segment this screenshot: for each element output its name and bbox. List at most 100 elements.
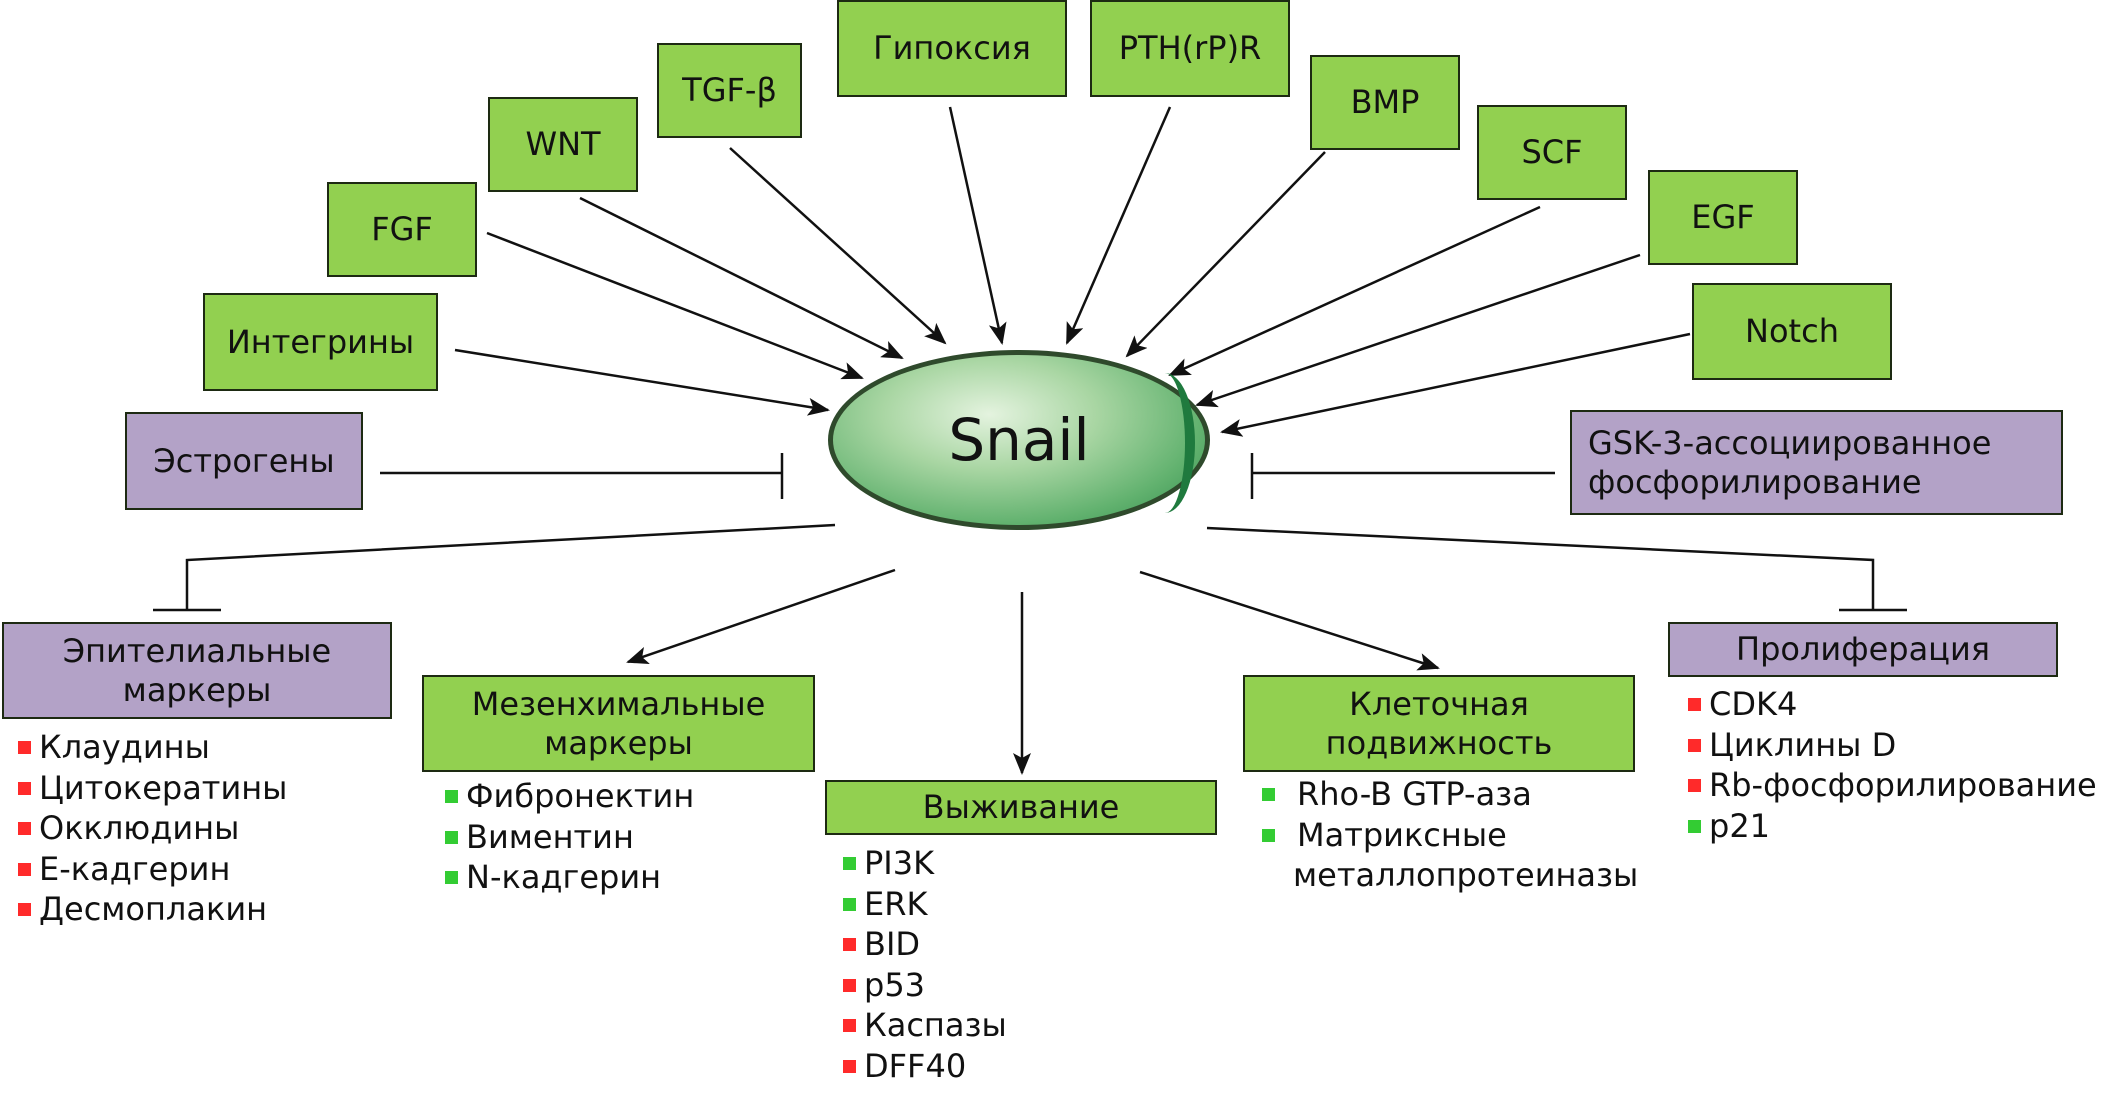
list-item: Циклины D [1688, 725, 2097, 766]
fgf-label: FGF [371, 210, 433, 249]
list-item-text: DFF40 [864, 1046, 967, 1085]
list-item-text: Десмоплакин [39, 890, 268, 928]
survival-box: Выживание [825, 780, 1217, 835]
list-item-text: металлопротеиназы [1293, 856, 1639, 894]
epithelial-title-line1: Эпителиальные [62, 632, 332, 671]
red-square-icon [843, 1019, 856, 1032]
wnt-box: WNT [488, 97, 638, 192]
bmp-box: BMP [1310, 55, 1460, 150]
list-item: N-кадгерин [445, 857, 694, 898]
red-square-icon [18, 862, 31, 876]
list-item-text: p53 [864, 965, 926, 1004]
list-item-text: Е-кадгерин [39, 849, 231, 888]
arrow-egf [1195, 253, 1641, 408]
gsk3-label-line1: GSK-3-ассоциированное [1588, 424, 1992, 463]
arrow-motility [1139, 570, 1440, 671]
green-square-icon [843, 897, 856, 911]
list-item: Rho-B GTP-аза [1262, 774, 1638, 815]
red-square-icon [18, 903, 31, 916]
proliferation-list: CDK4 Циклины D Rb-фосфорилирование p21 [1688, 684, 2097, 846]
list-item-text: CDK4 [1709, 685, 1798, 723]
red-square-icon [18, 822, 31, 835]
list-item-text: N-кадгерин [466, 858, 662, 896]
red-square-icon [843, 1059, 856, 1073]
list-item-text: p21 [1709, 806, 1771, 845]
list-item-continuation: металлопротеиназы [1262, 855, 1638, 896]
inhibit-proliferation [1206, 526, 1875, 610]
list-item: CDK4 [1688, 684, 2097, 725]
red-square-icon [18, 741, 31, 754]
epithelial-markers-list: Клаудины Цитокератины Окклюдины Е-кадгер… [18, 727, 287, 930]
motility-box: Клеточная подвижность [1243, 675, 1635, 772]
list-item-text: Цитокератины [39, 768, 288, 807]
arrow-tgfb [729, 147, 947, 345]
proliferation-title: Пролиферация [1736, 630, 1990, 669]
green-square-icon [1262, 788, 1275, 801]
motility-title: Клеточная подвижность [1326, 685, 1553, 762]
arrow-scf [1168, 205, 1541, 377]
gsk3-box: GSK-3-ассоциированное фосфорилирование [1570, 410, 2063, 515]
motility-title-line1: Клеточная [1349, 685, 1529, 724]
list-item: Фибронектин [445, 776, 694, 817]
mesenchymal-markers-box: Мезенхимальные маркеры [422, 675, 815, 772]
estrogens-label: Эстрогены [153, 441, 335, 480]
list-item: Rb-фосфорилирование [1688, 765, 2097, 806]
survival-title: Выживание [922, 788, 1120, 827]
epithelial-markers-title: Эпителиальные маркеры [63, 632, 331, 709]
list-item-text: ERK [864, 884, 928, 923]
egf-box: EGF [1648, 170, 1798, 265]
list-item: ERK [843, 884, 1007, 925]
red-square-icon [843, 938, 856, 951]
epithelial-title-line2: маркеры [122, 670, 272, 709]
arrow-wnt [579, 196, 904, 360]
list-item: Виментин [445, 817, 694, 858]
bmp-label: BMP [1350, 83, 1420, 122]
green-square-icon [1262, 828, 1275, 842]
scf-box: SCF [1477, 105, 1627, 200]
green-square-icon [445, 830, 458, 844]
mesenchymal-title-line2: маркеры [544, 723, 693, 762]
list-item: p53 [843, 965, 1007, 1006]
tgfb-label: TGF-β [682, 71, 777, 110]
gsk3-label: GSK-3-ассоциированное фосфорилирование [1588, 424, 1991, 501]
red-square-icon [843, 978, 856, 992]
mesenchymal-title-line1: Мезенхимальные [471, 685, 766, 724]
green-square-icon [445, 790, 458, 803]
list-item: Матриксные [1262, 815, 1638, 856]
arrow-mesenchymal [626, 568, 896, 664]
arrow-integrins [454, 348, 830, 416]
integrins-label: Интегрины [226, 322, 415, 361]
mesenchymal-markers-title: Мезенхимальные маркеры [472, 685, 766, 762]
fgf-box: FGF [327, 182, 477, 277]
proliferation-box: Пролиферация [1668, 622, 2058, 677]
list-item: DFF40 [843, 1046, 1007, 1087]
list-item-text: Клаудины [39, 728, 210, 766]
green-square-icon [843, 857, 856, 870]
notch-label: Notch [1745, 312, 1839, 351]
arrow-bmp [1125, 151, 1326, 358]
hypoxia-box: Гипоксия [837, 0, 1067, 97]
list-item: Клаудины [18, 727, 287, 768]
snail-label: Snail [948, 406, 1090, 474]
arrow-pthrpr [1065, 106, 1172, 345]
list-item: BID [843, 924, 1007, 965]
red-square-icon [1688, 698, 1701, 711]
mesenchymal-markers-list: Фибронектин Виментин N-кадгерин [445, 776, 694, 898]
scf-label: SCF [1521, 133, 1583, 172]
wnt-label: WNT [525, 125, 601, 164]
list-item-text: PI3K [864, 844, 935, 882]
list-item: Десмоплакин [18, 889, 287, 930]
inhibit-epithelial [185, 523, 836, 610]
motility-title-line2: подвижность [1325, 723, 1553, 762]
red-square-icon [1688, 738, 1701, 752]
list-item: PI3K [843, 843, 1007, 884]
list-item-text: Матриксные [1297, 815, 1507, 854]
arrow-fgf [486, 231, 864, 380]
pthrpr-box: PTH(rP)R [1090, 0, 1290, 97]
list-item-text: Rb-фосфорилирование [1709, 766, 2097, 804]
list-item-text: Окклюдины [39, 809, 240, 847]
epithelial-markers-box: Эпителиальные маркеры [2, 622, 392, 719]
notch-box: Notch [1692, 283, 1892, 380]
egf-label: EGF [1691, 198, 1755, 237]
